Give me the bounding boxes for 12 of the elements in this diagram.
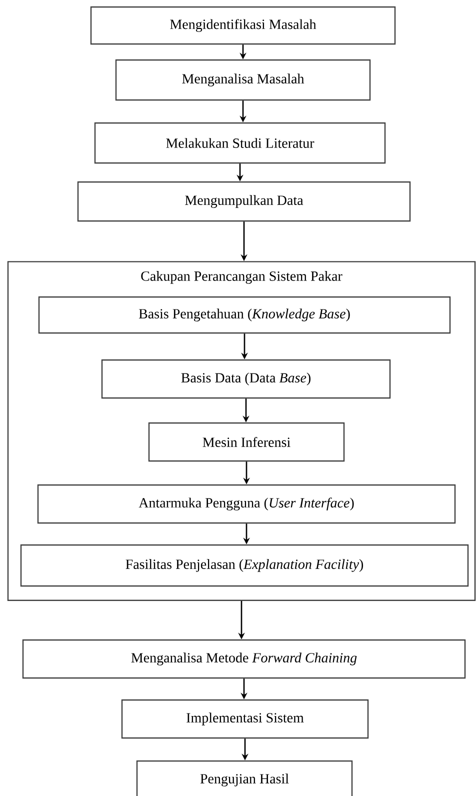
process-box: Antarmuka Pengguna (User Interface) — [37, 484, 456, 524]
process-box: Menganalisa Metode Forward Chaining — [22, 639, 466, 679]
process-box: Melakukan Studi Literatur — [94, 122, 386, 164]
process-box: Mengidentifikasi Masalah — [90, 6, 396, 45]
process-box: Fasilitas Penjelasan (Explanation Facility) — [20, 544, 469, 587]
process-box: Mengumpulkan Data — [77, 181, 411, 222]
process-box: Pengujian Hasil — [136, 760, 353, 796]
process-box: Implementasi Sistem — [121, 699, 369, 739]
process-box: Menganalisa Masalah — [115, 59, 371, 101]
process-box: Basis Data (Data Base) — [101, 359, 391, 399]
process-box: Mesin Inferensi — [148, 422, 345, 462]
process-box: Basis Pengetahuan (Knowledge Base) — [38, 296, 451, 334]
